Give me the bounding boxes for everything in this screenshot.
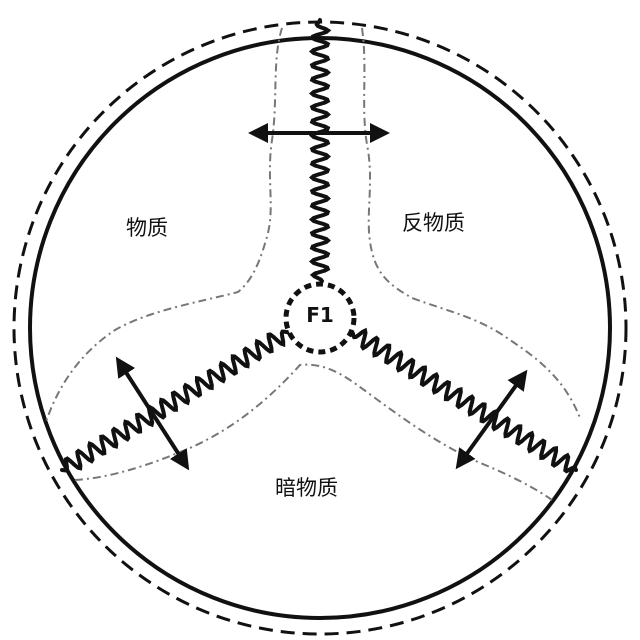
wave-line-right (350, 327, 578, 474)
inner-solid-circle (28, 36, 612, 620)
arrow-left (115, 356, 190, 471)
wave-line-top (308, 18, 332, 286)
f1-node-label: F1 (306, 303, 334, 327)
boundary-antimatter (361, 27, 581, 419)
boundary-dark-matter (74, 363, 553, 501)
region-label-antimatter: 反物质 (402, 211, 465, 235)
region-label-matter: 物质 (126, 216, 168, 240)
f1-node (283, 281, 357, 355)
arrow-right (455, 369, 528, 470)
region-label-dark-matter: 暗物质 (275, 476, 338, 500)
